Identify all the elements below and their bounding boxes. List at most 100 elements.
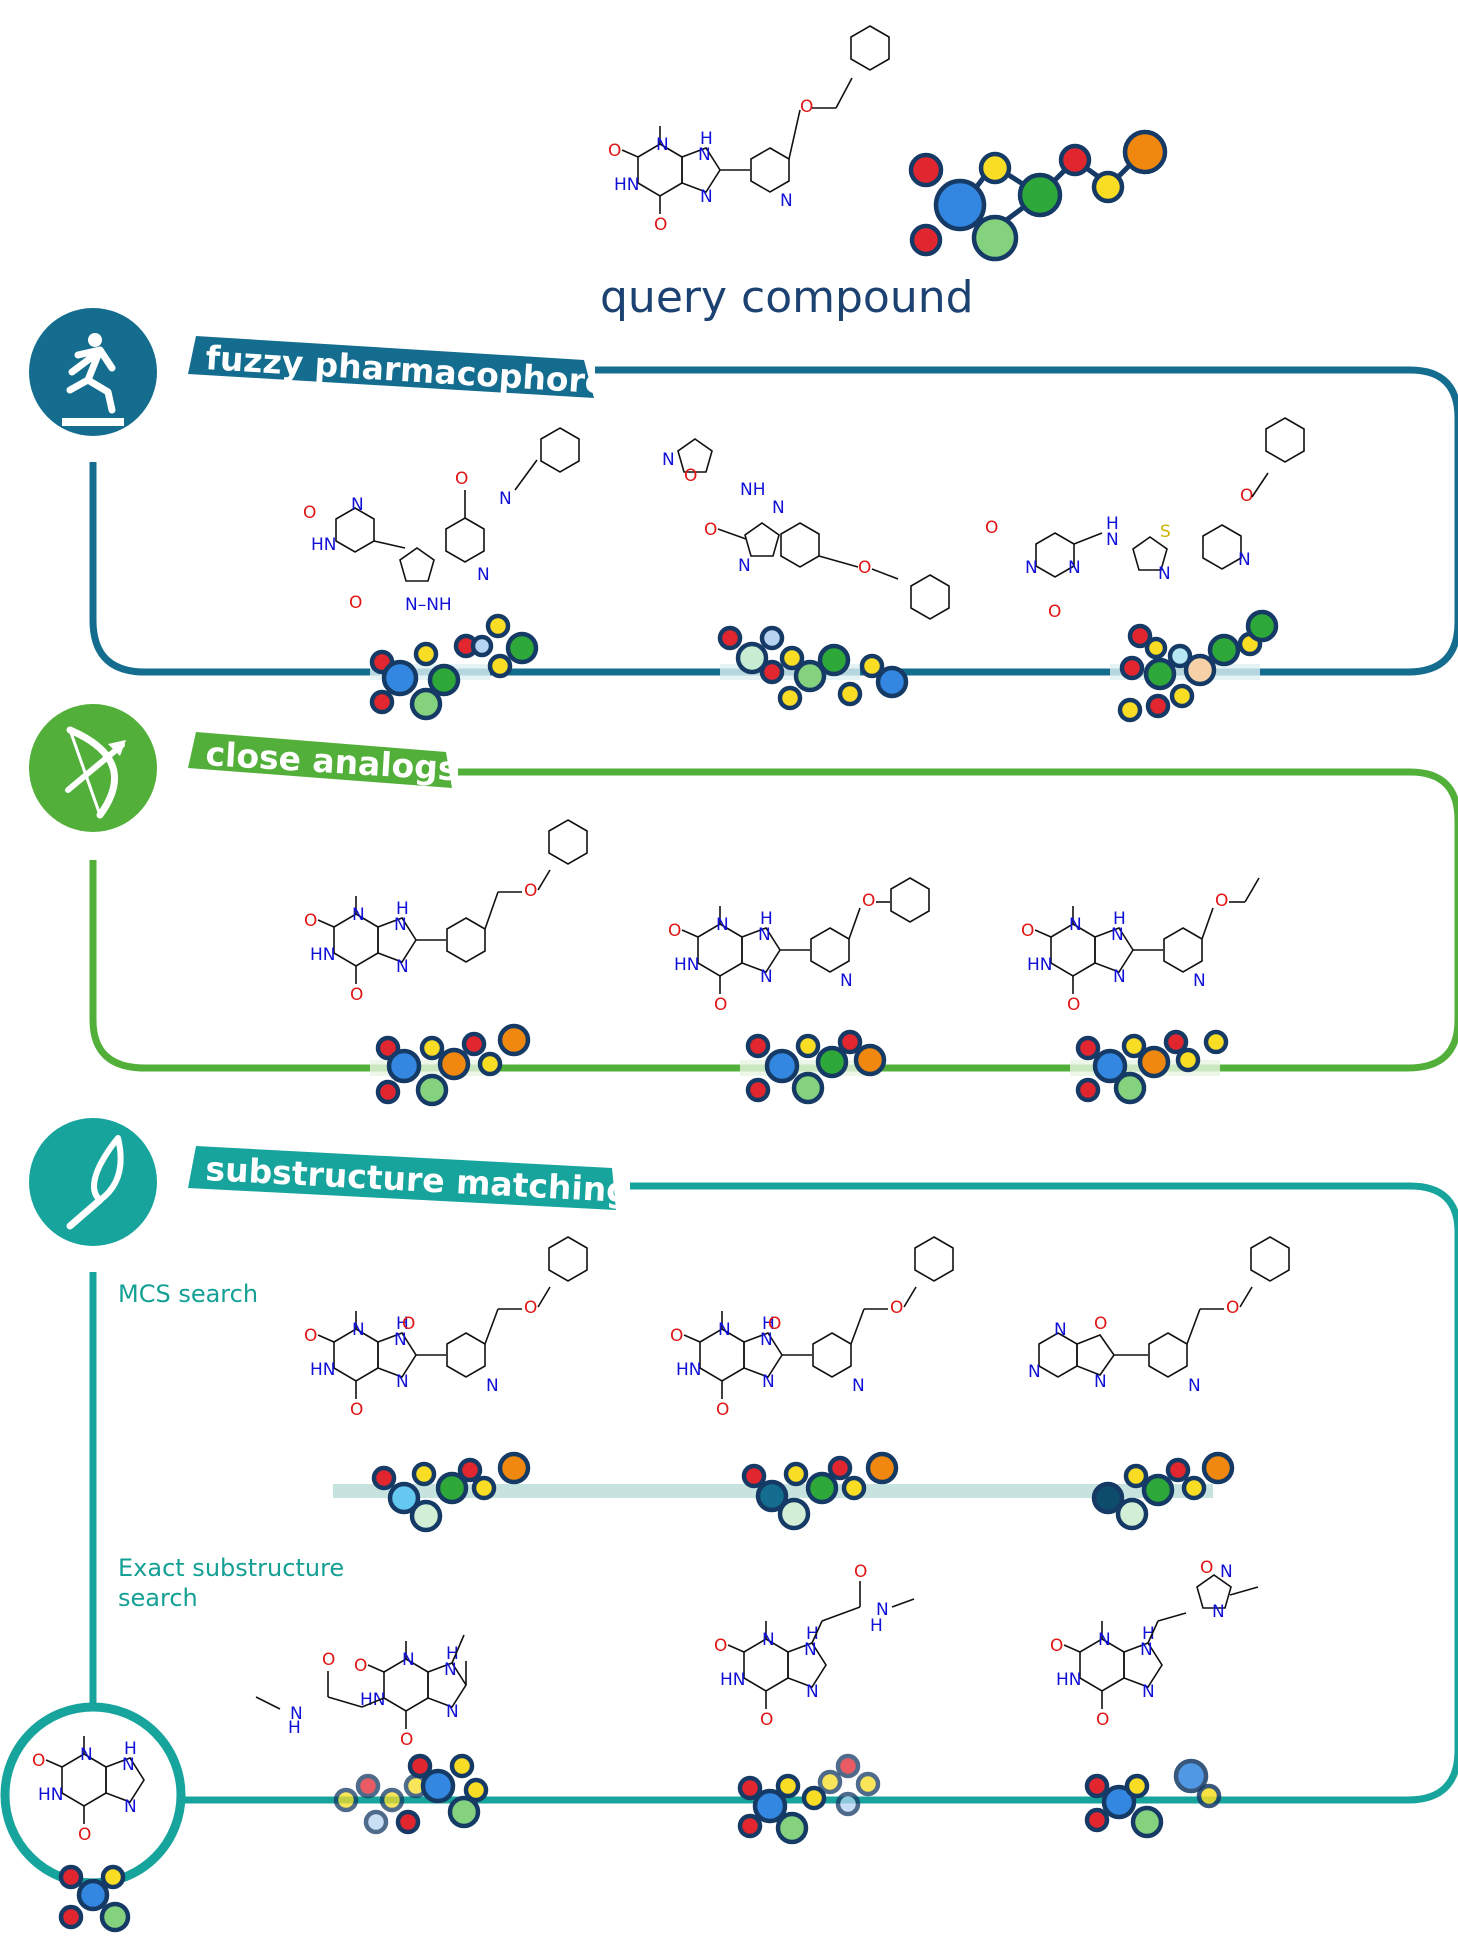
svg-text:N: N [662, 450, 675, 470]
pharmacophore-node [1058, 143, 1092, 177]
result-molecule: O N N [1049, 1558, 1259, 1731]
svg-text:O: O [524, 1298, 537, 1318]
svg-text:N: N [1158, 564, 1171, 584]
svg-text:O: O [704, 520, 717, 540]
svg-text:N: N [486, 1376, 499, 1396]
result-pharmacophore [740, 1029, 887, 1105]
pharmacophore-node [1091, 170, 1125, 204]
section-title: fuzzy pharmacophore [205, 338, 609, 401]
pharmacophore-node [933, 178, 987, 232]
result-molecule: N O HN O N–NH N O N [303, 427, 580, 615]
svg-text:N: N [1094, 1372, 1107, 1392]
result-molecule: O [303, 819, 588, 1006]
query-compound: N O query compound [600, 25, 1168, 323]
svg-text:O: O [524, 881, 537, 901]
svg-text:O: O [800, 97, 813, 117]
result-molecule: N N O NH N O O [662, 438, 950, 620]
section-ribbon: fuzzy pharmacophore [188, 336, 608, 402]
svg-text:N: N [772, 498, 785, 518]
section-title: close analogs [205, 734, 459, 788]
svg-text:N: N [1106, 530, 1119, 550]
result-pharmacophore [1091, 1451, 1235, 1531]
svg-text:O: O [858, 558, 871, 578]
section-ribbon: close analogs [188, 732, 459, 788]
pharmacophore-node [909, 223, 943, 257]
result-pharmacophore [333, 1753, 489, 1835]
svg-text:N: N [1068, 558, 1081, 578]
svg-text:O: O [402, 1314, 415, 1334]
svg-text:H: H [870, 1616, 883, 1636]
result-pharmacophore [1110, 609, 1279, 723]
svg-text:HN: HN [311, 535, 337, 555]
svg-text:O: O [890, 1298, 903, 1318]
result-pharmacophore [371, 1451, 531, 1533]
section-close-analogs: close analogs O N O N [29, 704, 1458, 1107]
result-molecule: N N O N N O [1028, 1236, 1290, 1396]
pharmacophore-node [1122, 129, 1168, 175]
svg-text:H: H [288, 1718, 301, 1738]
jump-icon [29, 308, 157, 436]
svg-text:H: H [1106, 514, 1119, 534]
svg-text:O: O [862, 891, 875, 911]
core-scaffold [0, 1702, 186, 1933]
result-molecule: N O [667, 877, 930, 1016]
svg-text:O: O [985, 518, 998, 538]
section-ribbon: substructure matching [188, 1146, 631, 1210]
pharmacophore-node [908, 152, 944, 188]
svg-text:N: N [876, 1600, 889, 1620]
result-molecule: O N H [713, 1562, 915, 1731]
pharmacophore-node [971, 214, 1019, 262]
svg-text:O: O [1048, 602, 1061, 622]
svg-text:N: N [499, 489, 512, 509]
svg-text:N: N [1193, 971, 1206, 991]
svg-text:O: O [1094, 1314, 1107, 1334]
core-pharmacophore [58, 1864, 131, 1933]
svg-text:N: N [1054, 1320, 1067, 1340]
pharmacophore-node [1017, 172, 1063, 218]
svg-text:N: N [1212, 1602, 1225, 1622]
svg-text:O: O [303, 503, 316, 523]
svg-text:O: O [854, 1562, 867, 1582]
result-molecule: N N O O H N S N N O [985, 417, 1305, 622]
bow-arrow-icon [29, 704, 157, 832]
svg-text:N: N [1025, 558, 1038, 578]
svg-text:S: S [1160, 522, 1171, 542]
svg-text:N: N [852, 1376, 865, 1396]
svg-text:N: N [780, 191, 793, 211]
result-molecule: N O [1020, 877, 1260, 1016]
pharmacophore-node [978, 151, 1012, 185]
subsection-label-exact: Exact substructure search [118, 1554, 352, 1612]
svg-text:NH: NH [740, 480, 766, 500]
result-molecule: O N O [303, 1236, 588, 1421]
svg-text:O: O [1200, 1558, 1213, 1578]
query-title: query compound [600, 272, 974, 323]
subsection-label-mcs: MCS search [118, 1280, 258, 1308]
svg-text:N: N [1188, 1376, 1201, 1396]
section-substructure-matching: substructure matching MCS search Exact s… [0, 1118, 1458, 1933]
svg-text:O: O [1226, 1298, 1239, 1318]
svg-text:N: N [477, 565, 490, 585]
svg-text:N: N [738, 556, 751, 576]
result-pharmacophore [370, 1023, 531, 1107]
svg-text:O: O [768, 1314, 781, 1334]
svg-text:N: N [290, 1704, 303, 1724]
result-molecule: O N H [255, 1634, 467, 1751]
match-icon [29, 1118, 157, 1246]
svg-text:O: O [322, 1650, 335, 1670]
svg-text:N: N [351, 495, 364, 515]
svg-text:N: N [1028, 1362, 1041, 1382]
result-pharmacophore [369, 613, 539, 721]
result-pharmacophore [1084, 1758, 1222, 1839]
result-pharmacophore [1070, 1029, 1229, 1105]
svg-text:N–NH: N–NH [405, 595, 452, 615]
svg-text:O: O [684, 466, 697, 486]
svg-text:O: O [1240, 486, 1253, 506]
result-molecule: O N O [669, 1236, 954, 1421]
result-pharmacophore [717, 625, 909, 711]
svg-text:O: O [455, 469, 468, 489]
result-pharmacophore [737, 1753, 881, 1845]
svg-text:O: O [1215, 891, 1228, 911]
svg-text:N: N [1238, 550, 1251, 570]
section-fuzzy-pharmacophore: fuzzy pharmacophore N O HN O N–NH N O N … [29, 308, 1458, 723]
query-structure: N O [607, 25, 890, 236]
